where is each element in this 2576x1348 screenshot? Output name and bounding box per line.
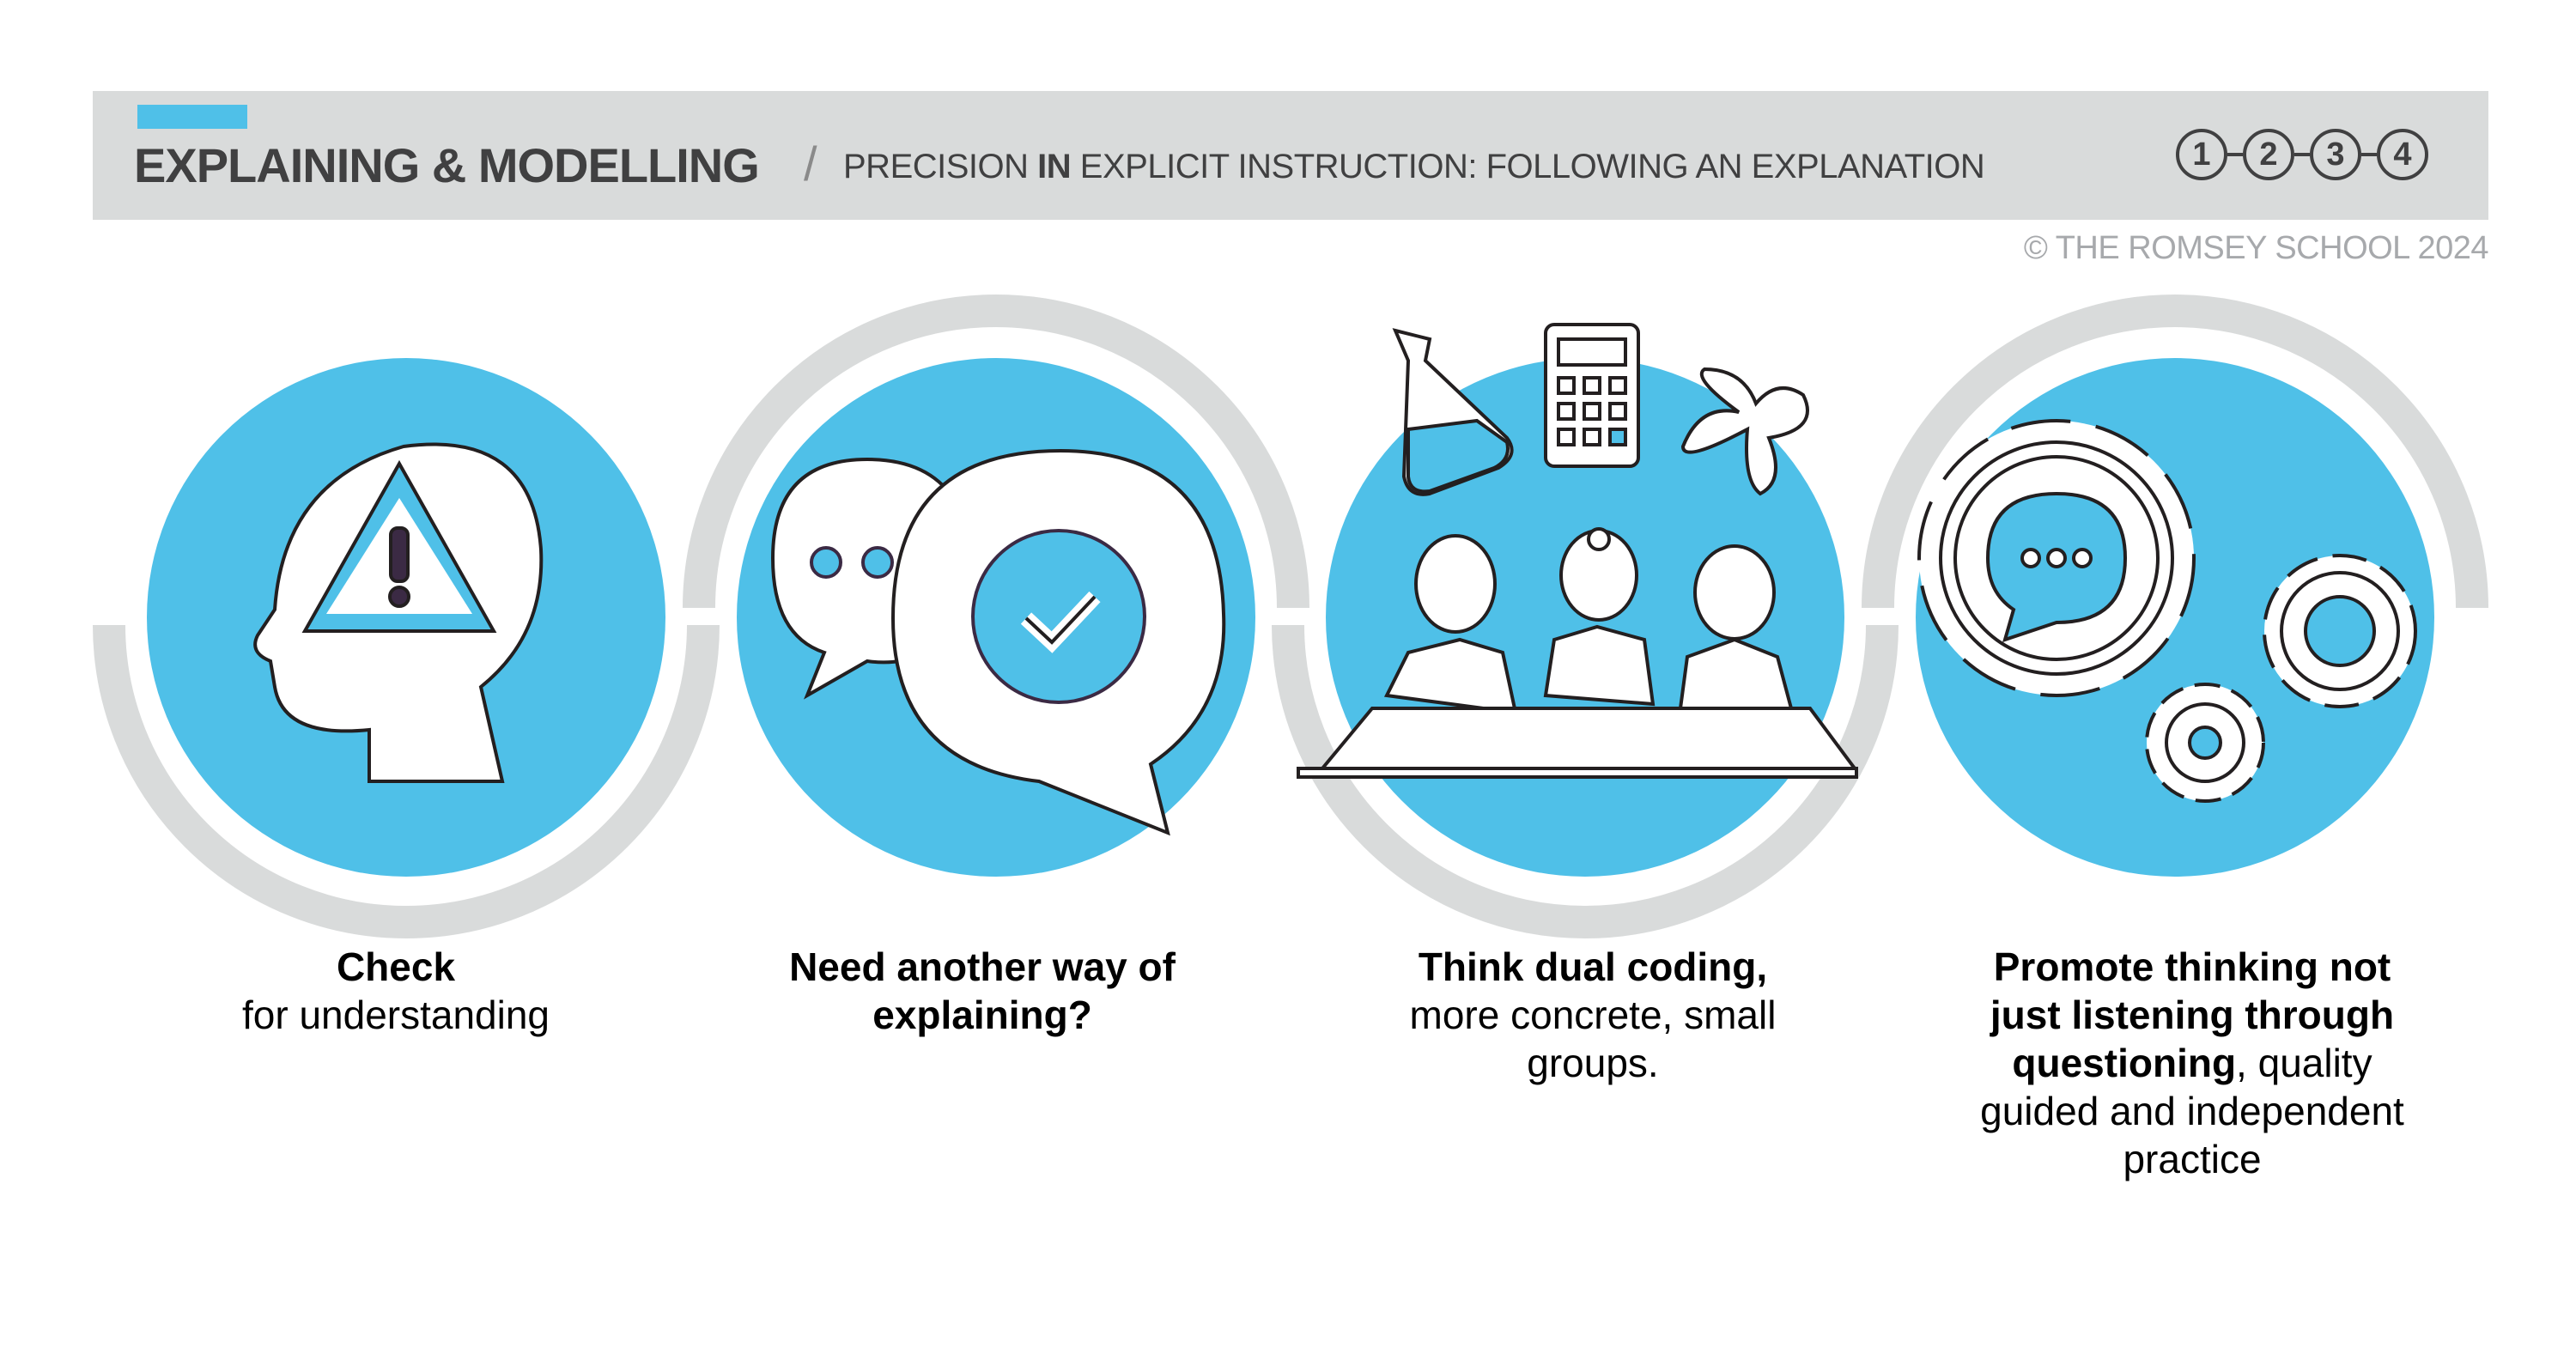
subtitle-part: PRECISION <box>843 148 1029 185</box>
caption-bold: Check <box>336 944 456 989</box>
group-dual-coding-icon <box>1297 323 1858 779</box>
step-4: 4 <box>2377 129 2428 180</box>
caption-bold: Promote thinking not just listening thro… <box>1990 944 2395 1085</box>
person-left <box>1383 534 1518 715</box>
copyright: © THE ROMSEY SCHOOL 2024 <box>2023 230 2489 266</box>
page-title: EXPLAINING & MODELLING <box>134 138 760 192</box>
head-warning-icon <box>253 442 544 783</box>
ring-arc-2 <box>683 294 1309 609</box>
step-1: 1 <box>2176 129 2227 180</box>
table <box>1318 707 1858 770</box>
ring-arc-4 <box>1862 294 2488 609</box>
page-subtitle: PRECISION IN EXPLICIT INSTRUCTION: FOLLO… <box>843 148 1985 186</box>
step-indicator: 1 2 3 4 <box>2176 129 2428 180</box>
header-bar: EXPLAINING & MODELLING / PRECISION IN EX… <box>93 91 2488 220</box>
step-2: 2 <box>2243 129 2294 180</box>
person-middle <box>1543 527 1656 707</box>
subtitle-part: EXPLICIT INSTRUCTION: FOLLOWING AN EXPLA… <box>1079 148 1985 185</box>
step-connector <box>2294 153 2310 156</box>
caption-text: more concrete, small groups. <box>1409 993 1777 1085</box>
caption-text: for understanding <box>241 993 550 1037</box>
subtitle-bold: IN <box>1037 148 1072 185</box>
step-connector <box>2361 153 2377 156</box>
accent-bar <box>137 105 247 129</box>
butterfly-icon <box>1680 367 1809 496</box>
step-3: 3 <box>2310 129 2361 180</box>
caption-another-way: Need another way of explaining? <box>716 943 1249 1039</box>
caption-text: , quality guided and independent practic… <box>1980 1041 2404 1181</box>
caption-promote-thinking: Promote thinking not just listening thro… <box>1926 943 2458 1183</box>
caption-dual-coding: Think dual coding,more concrete, small g… <box>1327 943 1859 1087</box>
title-separator: / <box>804 137 817 191</box>
caption-bold: Need another way of explaining? <box>789 944 1176 1037</box>
gears-speech-icon <box>1917 419 2417 803</box>
speech-bubbles-check-icon <box>770 448 1226 836</box>
ring-arc-1 <box>93 624 720 938</box>
step-connector <box>2227 153 2243 156</box>
caption-bold: Think dual coding, <box>1418 944 1768 989</box>
